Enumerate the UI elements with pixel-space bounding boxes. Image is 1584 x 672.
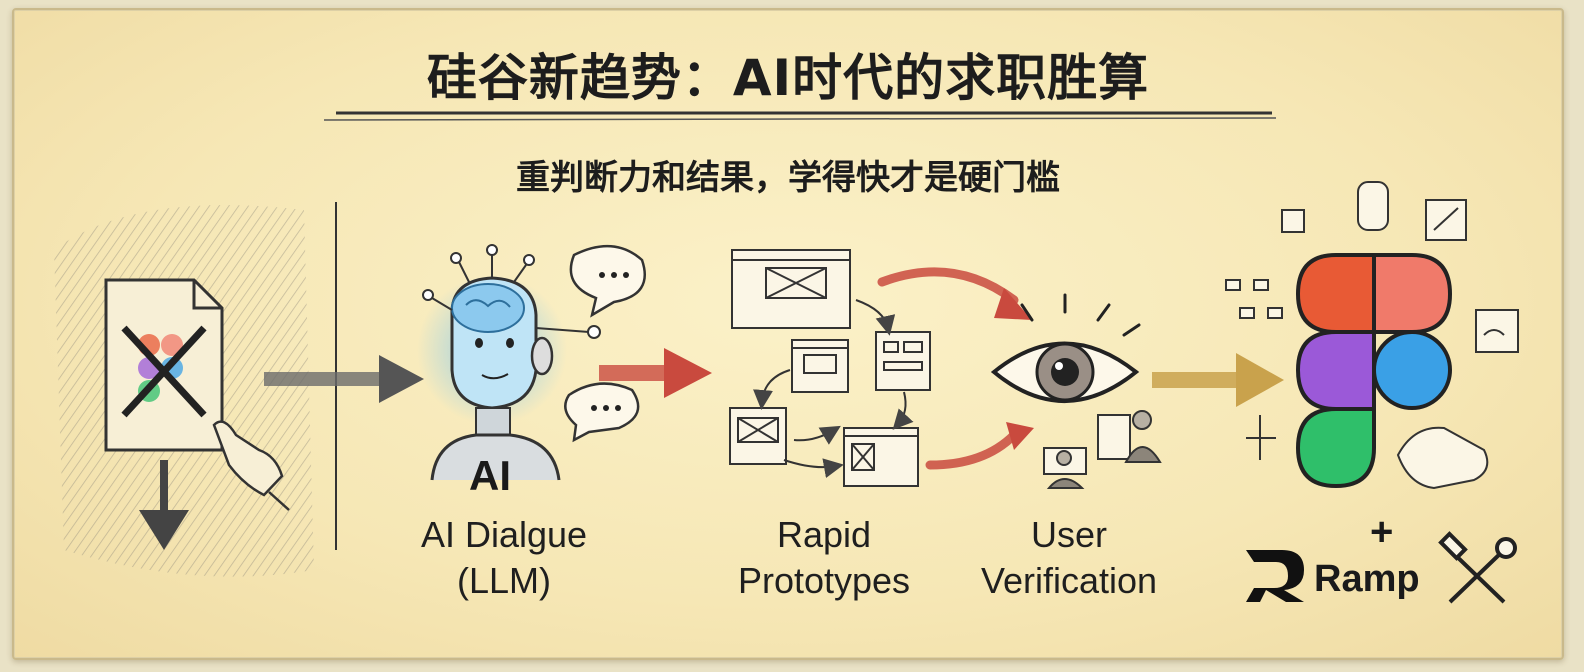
ramp-label: Ramp [1314,558,1420,600]
step-label-line1: Rapid [776,514,872,555]
step-label-rapid-prototypes: Rapid Prototypes [704,512,944,604]
curved-red-arrows [877,267,1019,470]
wireframe-prototypes-icon [729,249,931,487]
ramp-logo-icon [1246,550,1304,602]
step-label-line2: Prototypes [737,560,911,601]
poster-canvas: 硅谷新趋势：AI时代的求职胜算 重判断力和结果，学得快才是硬门槛 [12,8,1564,660]
tools-icon [1438,531,1517,604]
poster-title: 硅谷新趋势：AI时代的求职胜算 [426,49,1150,107]
step-label-line1: AI Dialgue [420,514,588,555]
crossed-figma-document-icon [104,278,224,452]
illustration [54,111,1519,604]
red-arrow-icon [599,348,712,398]
step-label-ai-dialogue: AI Dialgue (LLM) [394,512,614,604]
eye-icon [990,293,1141,403]
step-label-line1: User [1030,514,1107,555]
figma-logo-icon [1295,253,1453,489]
gray-arrow-icon [264,355,424,403]
gold-arrow-icon [1152,353,1284,407]
ai-label: AI [469,452,511,499]
down-arrow-icon [139,460,189,550]
ai-robot-icon [417,244,647,481]
pointing-hand-icon [212,420,290,511]
users-with-devices-icon [1043,410,1162,489]
title-underline [323,111,1277,121]
step-label-user-verification: User Verification [954,512,1184,604]
step-label-line2: (LLM) [456,560,551,601]
poster-subtitle: 重判断力和结果，学得快才是硬门槛 [516,158,1060,198]
figma-satellite-icons [1225,181,1519,490]
step-label-line2: Verification [980,560,1158,601]
plus-sign: + [1370,510,1394,554]
